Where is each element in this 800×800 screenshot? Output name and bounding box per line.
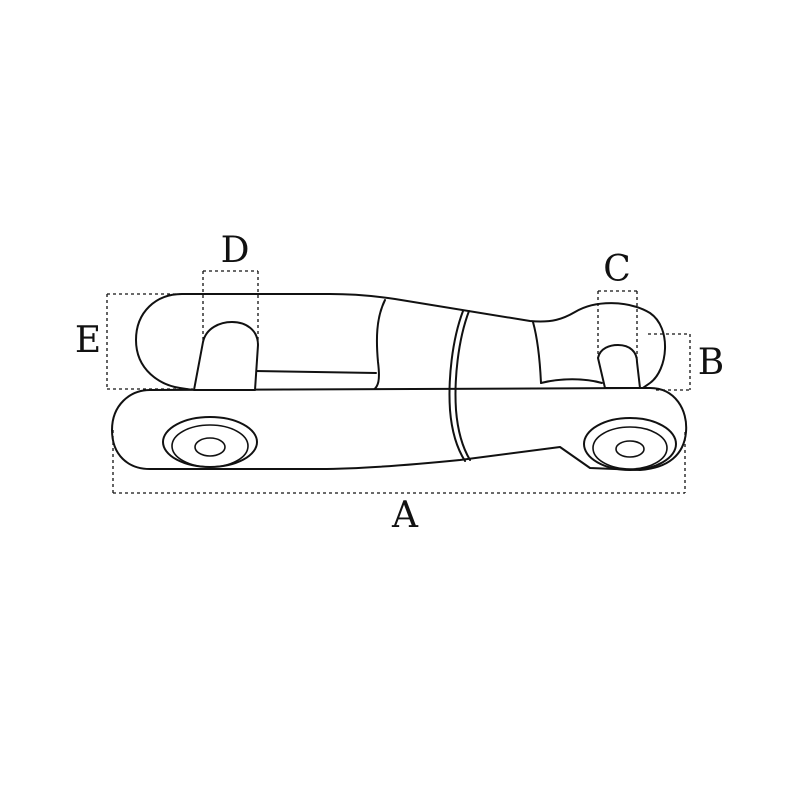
right-eye-hole [615,440,645,458]
left-pin [193,321,259,391]
label-a: A [391,495,419,536]
upper-jaw-lower-edge [254,370,377,374]
left-eye-inner-ring [171,424,249,468]
dimension-labels: A B C D E [75,230,724,536]
upper-jaw-slot-edge [367,299,386,393]
dimension-lines [106,270,691,494]
upper-jaw [135,293,666,393]
right-pin [597,344,641,389]
right-eye-outer-ring [583,417,677,471]
left-pin-shaft [193,321,259,391]
label-d: D [221,230,250,271]
upper-jaw-notch [540,378,603,384]
upper-jaw-outline [135,293,666,391]
right-eye-inner-ring [592,426,668,470]
label-b: B [698,342,724,383]
label-c: C [603,249,631,290]
left-eye-hole [194,437,226,457]
right-pin-shaft [597,344,641,389]
swivel-seam-outer [448,310,466,462]
label-e: E [75,320,101,361]
right-eye [583,417,677,471]
swivel-seam-inner [454,310,471,461]
left-eye [162,416,258,468]
upper-jaw-shoulder [532,321,542,384]
